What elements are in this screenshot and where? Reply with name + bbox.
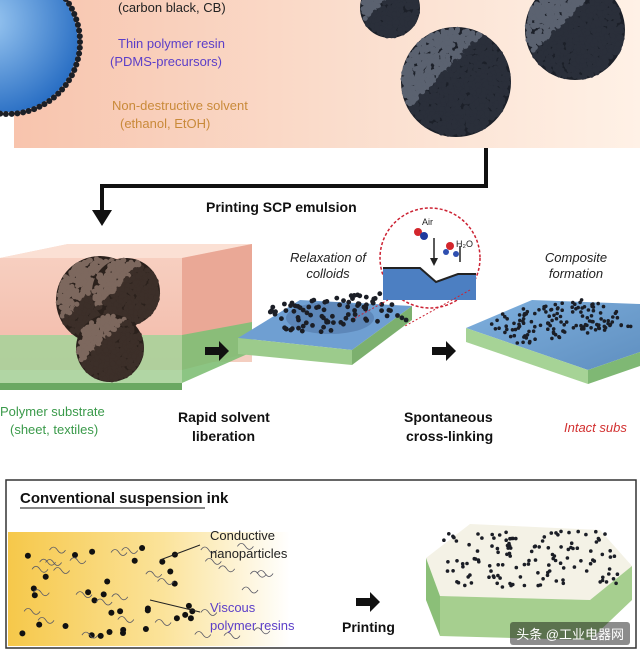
label-solvent-sub: (ethanol, EtOH) — [120, 116, 211, 131]
label-spont-2: cross-linking — [406, 428, 494, 444]
magnified-interface — [354, 207, 481, 327]
label-h2o: H₂O — [456, 239, 473, 249]
composite-sheet — [466, 300, 640, 384]
particle-shell — [0, 0, 83, 117]
coated-particle — [0, 0, 78, 112]
label-viscous-2: polymer resins — [210, 618, 295, 633]
label-intact: Intact subs — [564, 420, 627, 435]
conventional-result — [426, 524, 632, 640]
result-dots — [442, 529, 620, 589]
label-composite-text: Composite formation — [544, 250, 608, 281]
label-substrate: Polymer substrate — [0, 404, 105, 419]
label-solvent: Non-destructive solvent — [112, 98, 248, 113]
flow-connector — [100, 148, 488, 212]
cb-cluster-box-2 — [91, 257, 161, 327]
conv-arrow — [356, 592, 380, 612]
viscous-pointer — [149, 599, 201, 613]
relaxation-sheet — [238, 300, 412, 365]
label-relaxation: Relaxation of colloids — [278, 250, 378, 282]
label-printing: Printing — [342, 619, 395, 635]
label-carbon-black: (carbon black, CB) — [118, 0, 226, 15]
flow-arrowhead — [92, 210, 112, 226]
conductive-pointer — [159, 544, 201, 561]
label-resin-sub: (PDMS-precursors) — [110, 54, 222, 69]
label-air: Air — [422, 217, 433, 227]
label-rapid-1: Rapid solvent — [178, 409, 270, 425]
label-relaxation-text: Relaxation of colloids — [290, 250, 366, 281]
label-printing-scp: Printing SCP emulsion — [206, 199, 357, 215]
label-conductive-2: nanoparticles — [210, 546, 288, 561]
cb-cluster-box-3 — [75, 313, 144, 383]
label-substrate-sub: (sheet, textiles) — [10, 422, 99, 437]
cb-cluster-top-right — [524, 0, 625, 80]
label-composite: Composite formation — [526, 250, 626, 282]
step-arrow-2 — [432, 341, 456, 361]
label-viscous-1: Viscous — [210, 600, 256, 615]
cb-cluster-top-center — [400, 26, 511, 137]
colloid-dots — [267, 291, 409, 335]
label-conductive-1: Conductive — [210, 528, 276, 543]
label-resin: Thin polymer resin — [118, 36, 225, 51]
conv-title: Conventional suspension ink — [20, 490, 229, 507]
ink-particles — [19, 543, 274, 639]
label-rapid-2: liberation — [192, 428, 256, 444]
step-arrow-1 — [205, 341, 229, 361]
conventional-panel-border — [5, 479, 637, 649]
cb-cluster-top-left — [360, 0, 420, 39]
composite-dots — [489, 298, 633, 345]
label-spont-1: Spontaneous — [404, 409, 493, 425]
watermark: 头条 @工业电器网 — [510, 622, 630, 645]
